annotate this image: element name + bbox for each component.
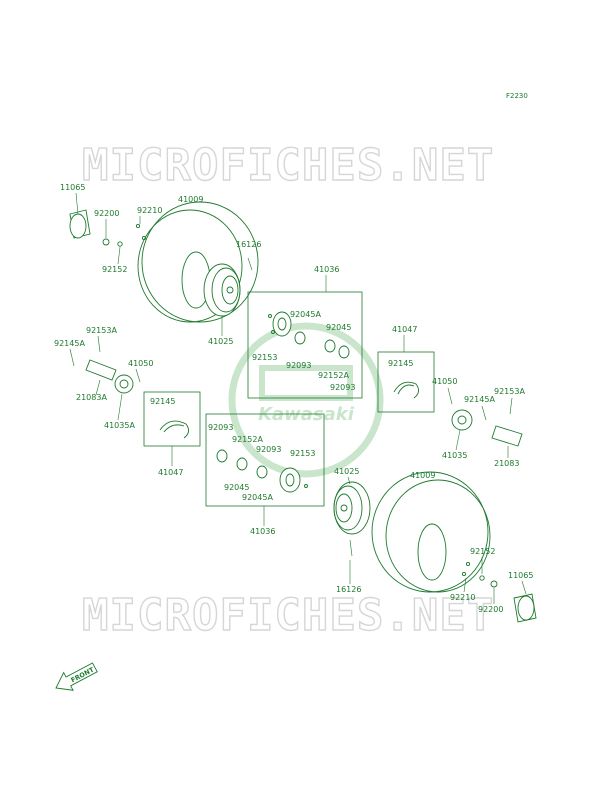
label-92093-upper-b: 92093	[330, 383, 355, 392]
label-92153-lower: 92153	[290, 449, 315, 458]
label-92145A-left: 92145A	[54, 339, 85, 348]
label-16126-upper: 16126	[236, 240, 261, 249]
nut-upper-1	[117, 241, 123, 247]
hub-kit-box-upper	[247, 291, 363, 399]
hub-kit-box-lower	[205, 413, 325, 507]
label-41047-upper: 41047	[392, 325, 417, 334]
label-41035A: 41035A	[104, 421, 135, 430]
axle-left	[85, 359, 117, 381]
seal-upper	[338, 345, 350, 359]
label-92093-upper: 92093	[286, 361, 311, 370]
label-41047-lower: 41047	[158, 468, 183, 477]
hub-lower	[279, 467, 308, 493]
rim-upper	[203, 263, 241, 317]
nut-lower-1	[465, 561, 471, 567]
label-92152-lower: 92152	[470, 547, 495, 556]
label-92045A-lower: 92045A	[242, 493, 273, 502]
brake-drum-right	[451, 409, 473, 431]
bearing-upper-1	[294, 331, 306, 345]
label-92045A-upper: 92045A	[290, 310, 321, 319]
label-92153A-left: 92153A	[86, 326, 117, 335]
nut-upper-3	[141, 235, 147, 241]
brake-drum-left	[114, 374, 134, 394]
label-92200-upper: 92200	[94, 209, 119, 218]
valve-upper	[247, 257, 253, 271]
brake-shoe-right	[393, 381, 419, 399]
label-41025-lower: 41025	[334, 467, 359, 476]
washer-lower	[490, 580, 498, 588]
label-41050-left: 41050	[128, 359, 153, 368]
label-41036-upper: 41036	[314, 265, 339, 274]
watermark-bottom: MICROFICHES.NET	[82, 590, 494, 641]
label-92210-lower: 92210	[450, 593, 475, 602]
label-92093-lower: 92093	[208, 423, 233, 432]
axle-right	[491, 425, 523, 447]
hub-cap-lower	[513, 593, 537, 623]
bearing-lower-2	[236, 457, 248, 471]
label-41036-lower: 41036	[250, 527, 275, 536]
label-92153-upper: 92153	[252, 353, 277, 362]
label-41050-right: 41050	[432, 377, 457, 386]
front-arrow: FRONT	[55, 662, 98, 691]
label-41025-upper: 41025	[208, 337, 233, 346]
label-92210-upper: 92210	[137, 206, 162, 215]
tire-upper	[137, 201, 259, 323]
bearing-lower-1	[216, 449, 228, 463]
hub-cap-upper	[69, 209, 91, 239]
label-41009-upper: 41009	[178, 195, 203, 204]
nut-lower-3	[479, 575, 485, 581]
diagram-code: F2230	[506, 92, 528, 100]
label-92045-upper: 92045	[326, 323, 351, 332]
label-92045-lower: 92045	[224, 483, 249, 492]
label-92200-lower: 92200	[478, 605, 503, 614]
label-92093-lower-b: 92093	[256, 445, 281, 454]
label-11065-upper: 11065	[60, 183, 85, 192]
watermark-top: MICROFICHES.NET	[82, 140, 494, 191]
label-21083A: 21083A	[76, 393, 107, 402]
washer-upper	[102, 238, 110, 246]
label-92145A-right: 92145A	[464, 395, 495, 404]
seal-lower	[256, 465, 268, 479]
label-92152A-lower: 92152A	[232, 435, 263, 444]
label-92152-upper: 92152	[102, 265, 127, 274]
label-92152A-upper: 92152A	[318, 371, 349, 380]
nut-upper-2	[135, 223, 141, 229]
label-92153A-right: 92153A	[494, 387, 525, 396]
nut-lower-2	[461, 571, 467, 577]
label-41035: 41035	[442, 451, 467, 460]
label-16126-lower: 16126	[336, 585, 361, 594]
label-21083: 21083	[494, 459, 519, 468]
bearing-upper-2	[324, 339, 336, 353]
kawasaki-logo-text: Kawasaki	[258, 404, 355, 425]
hub-upper	[268, 311, 292, 337]
rim-lower	[333, 481, 371, 535]
tire-lower	[371, 471, 491, 593]
valve-lower	[349, 539, 353, 557]
label-92145-left: 92145	[150, 397, 175, 406]
brake-shoe-left	[159, 420, 189, 439]
label-41009-lower: 41009	[410, 471, 435, 480]
label-92145-right: 92145	[388, 359, 413, 368]
brake-box-right	[377, 351, 435, 413]
label-11065-lower: 11065	[508, 571, 533, 580]
